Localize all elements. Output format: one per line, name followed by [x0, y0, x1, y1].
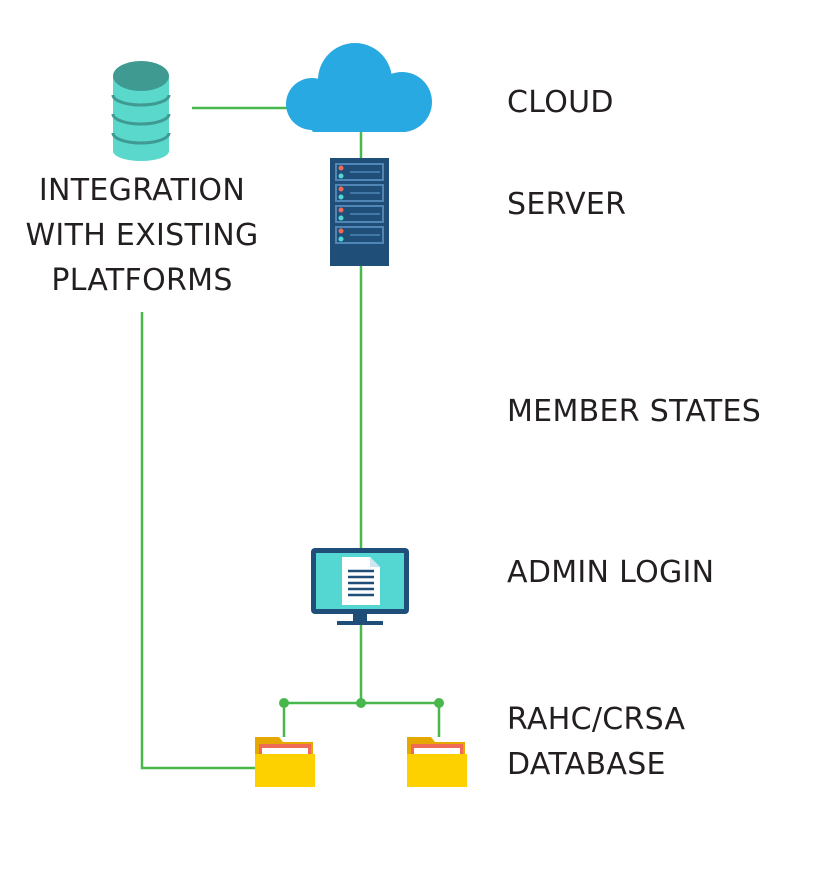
connector-dots — [279, 698, 444, 708]
database-label-line: RAHC/CRSA — [507, 702, 686, 737]
junction-dot — [279, 698, 289, 708]
integration-label-line: INTEGRATION — [38, 173, 246, 208]
database-icon — [111, 61, 171, 161]
database-label: RAHC/CRSA DATABASE — [507, 697, 685, 787]
database-label-line: DATABASE — [507, 747, 666, 782]
cloud-label: CLOUD — [507, 85, 614, 120]
admin-login-label: ADMIN LOGIN — [507, 555, 715, 590]
monitor-icon — [311, 548, 409, 625]
junction-dot — [356, 698, 366, 708]
integration-label-line: WITH EXISTING — [25, 218, 259, 253]
integration-label-line: PLATFORMS — [51, 263, 233, 298]
connector-integration-folder — [140, 312, 255, 770]
server-icon — [330, 158, 389, 266]
folder-icon — [407, 737, 467, 787]
folder-icon — [255, 737, 315, 787]
server-label: SERVER — [507, 187, 627, 222]
member-states-label: MEMBER STATES — [507, 394, 762, 429]
junction-dot — [434, 698, 444, 708]
integration-label: INTEGRATION WITH EXISTING PLATFORMS — [22, 168, 262, 303]
document-icon — [342, 557, 380, 605]
cloud-icon — [286, 43, 432, 132]
